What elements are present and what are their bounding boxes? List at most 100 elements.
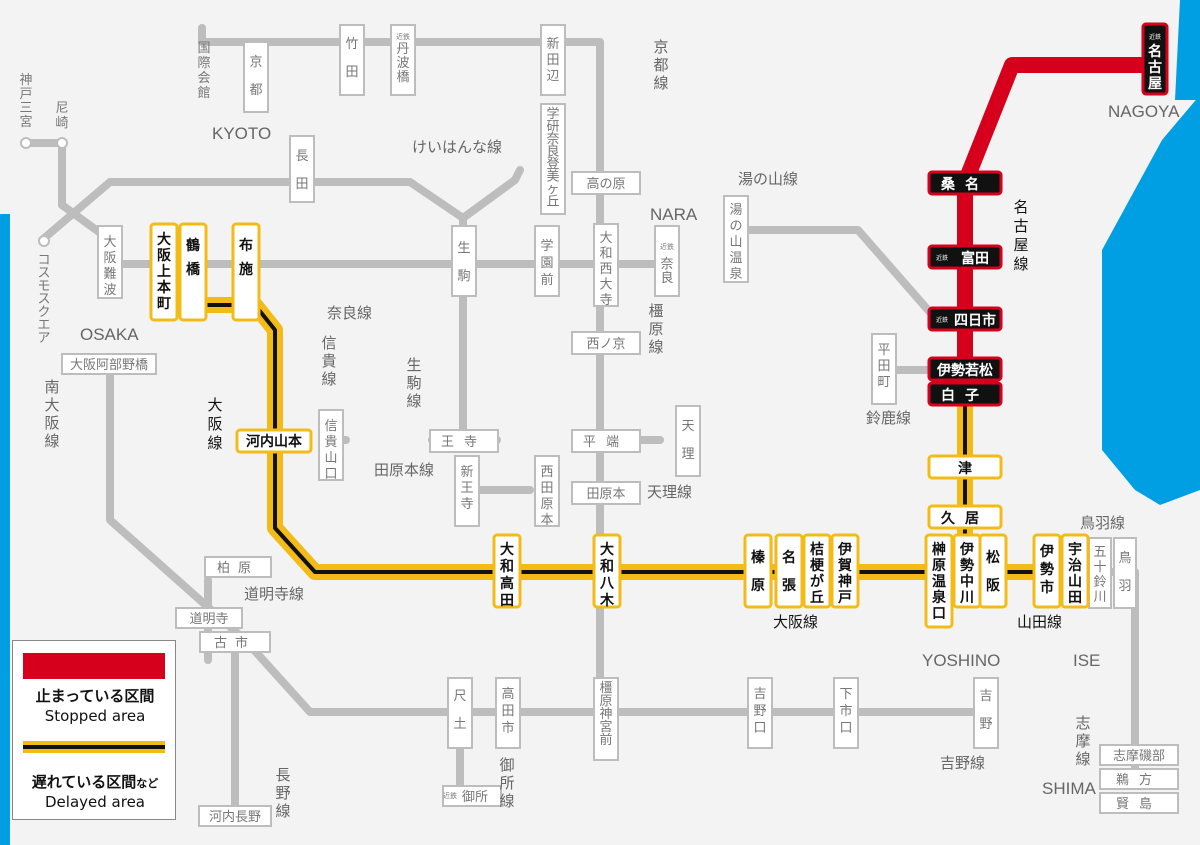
station-ise-nakagawa: 伊勢中川 [959, 541, 974, 606]
label-minami-osaka: 南大阪線 [44, 378, 59, 450]
label-osaka-line-v: 大阪線 [207, 396, 222, 452]
station-cosmosquare: コスモスクエア [37, 253, 50, 346]
station-takadashi: 高田市 [501, 686, 514, 736]
label-suzuka: 鈴鹿線 [866, 409, 911, 427]
delayed-stations [149, 222, 1090, 629]
city-shima: SHIMA [1042, 779, 1097, 798]
label-ikoma: 生駒線 [406, 356, 421, 410]
city-osaka: OSAKA [80, 325, 139, 344]
station-nagata: 長田 [295, 149, 308, 192]
station-fuse: 布施 [239, 237, 253, 278]
label-kashihara: 橿原線 [648, 302, 663, 356]
station-kyoto: 京都 [249, 55, 262, 98]
label-domyoji: 道明寺線 [244, 585, 304, 603]
label-nagoya-line: 名古屋線 [1013, 198, 1028, 273]
station-iga-kambe: 伊賀神戸 [837, 541, 852, 606]
city-nagoya: NAGOYA [1108, 102, 1180, 121]
station-shigisanguchi: 信貴山口 [324, 419, 337, 482]
legend-delayed-ja-suffix: など [136, 777, 159, 790]
station-matsusaka: 松阪 [986, 549, 1001, 594]
station-kashihara-jingumae: 橿原神宮前 [599, 681, 612, 748]
station-ugata: 鵜方 [1116, 772, 1162, 788]
station-nabari: 名張 [782, 549, 797, 594]
label-tawaramoto: 田原本線 [374, 461, 434, 479]
osaka-bay [0, 214, 10, 845]
station-kintetsu-nara-sub: 近鉄 [660, 242, 674, 251]
label-keihanna: けいはんな線 [412, 138, 502, 156]
station-nagoya-sub: 近鉄 [1149, 33, 1161, 41]
legend-delayed-ja: 遅れている区間 [31, 773, 137, 791]
station-gose: 御所 [462, 790, 488, 805]
station-saiki: 西ノ京 [586, 337, 625, 352]
station-yoshino: 吉野 [979, 689, 992, 732]
ise-bay-top [1175, 0, 1200, 100]
label-yunoyama: 湯の山線 [738, 170, 798, 188]
station-yamato-yagi: 大和八木 [599, 541, 615, 609]
station-kawachi-yamamoto: 河内山本 [246, 433, 303, 450]
label-osaka-line-h: 大阪線 [773, 613, 818, 631]
station-osaka-uehommachi: 大阪上本町 [157, 231, 172, 312]
label-yoshino-line: 吉野線 [940, 754, 985, 772]
label-gose-line: 御所線 [499, 756, 514, 810]
terminal-dots [20, 137, 68, 247]
legend: 止まっている区間 Stopped area 遅れている区間など Delayed … [12, 640, 176, 820]
legend-delayed-swatch [23, 741, 165, 753]
station-iseshi: 伊勢市 [1039, 543, 1054, 596]
station-kuwana: 桑名 [941, 176, 989, 193]
station-yamato-takada: 大和高田 [500, 541, 514, 609]
station-takanohara: 高の原 [586, 176, 625, 192]
station-amagasaki: 尼崎 [55, 101, 68, 131]
station-haibara: 榛原 [751, 549, 766, 594]
station-tsu: 津 [958, 460, 972, 477]
label-shima-line: 志摩線 [1075, 714, 1090, 768]
legend-stopped-ja: 止まっている区間 [35, 687, 155, 705]
station-kashikojima: 賢島 [1116, 797, 1162, 812]
station-hirahata: 平端 [583, 435, 629, 450]
station-yoshinoguchi: 吉野口 [753, 687, 766, 736]
station-kikyogaoka: 桔梗が丘 [810, 541, 825, 606]
station-tawaramoto: 田原本 [586, 487, 625, 502]
station-yunoyama: 湯の山温泉 [729, 203, 742, 282]
station-tomida-sub: 近鉄 [936, 254, 948, 262]
legend-stopped-en: Stopped area [44, 707, 146, 725]
city-yoshino: YOSHINO [922, 651, 1000, 670]
station-nagoya: 名古屋 [1148, 43, 1162, 92]
station-shimoichiguchi: 下市口 [839, 687, 852, 736]
city-ise: ISE [1073, 651, 1100, 670]
station-ikoma: 生駒 [457, 241, 470, 284]
station-gose-sub: 近鉄 [443, 791, 457, 800]
station-tambabashi-sub: 近鉄 [396, 32, 410, 41]
station-tsuruhashi: 鶴橋 [186, 237, 201, 278]
station-furuichi: 古市 [214, 635, 256, 651]
legend-delayed-en: Delayed area [45, 793, 145, 811]
station-yokkaichi: 四日市 [954, 312, 996, 329]
station-tenri: 天理 [681, 419, 694, 462]
city-nara: NARA [650, 205, 698, 224]
station-gakuenmae: 学園前 [540, 238, 553, 288]
label-tenri: 天理線 [647, 483, 692, 501]
station-ise-wakamatsu: 伊勢若松 [936, 362, 993, 379]
station-nishi-tawaramoto: 西田原本 [540, 465, 553, 528]
city-kyoto: KYOTO [212, 124, 271, 143]
ise-bay [1102, 0, 1200, 505]
station-tomida: 富田 [961, 250, 989, 267]
legend-delayed-ja-row: 遅れている区間など [13, 771, 177, 792]
station-toba: 鳥羽 [1118, 551, 1131, 594]
station-kobe-sannomiya: 神戸三宮 [19, 73, 32, 130]
label-nara-line: 奈良線 [327, 304, 372, 322]
station-osaka-namba: 大阪難波 [103, 235, 116, 298]
station-takeda: 竹田 [345, 37, 358, 80]
station-shintanabe: 新田辺 [546, 36, 559, 84]
station-kashiwara: 柏原 [217, 561, 259, 576]
station-yamato-saidaiji: 大和西大寺 [599, 231, 612, 308]
station-shiroko: 白子 [941, 387, 989, 404]
label-nagano: 長野線 [275, 766, 290, 820]
station-shin-oji: 新王寺 [460, 464, 473, 512]
station-kintetsu-nara: 奈良 [660, 257, 673, 286]
station-abenobashi: 大阪阿部野橋 [70, 358, 148, 373]
station-yokkaichi-sub: 近鉄 [936, 316, 948, 324]
station-hisai: 久居 [940, 510, 989, 527]
label-shigi: 信貴線 [321, 334, 336, 388]
label-yamada: 山田線 [1017, 613, 1062, 631]
